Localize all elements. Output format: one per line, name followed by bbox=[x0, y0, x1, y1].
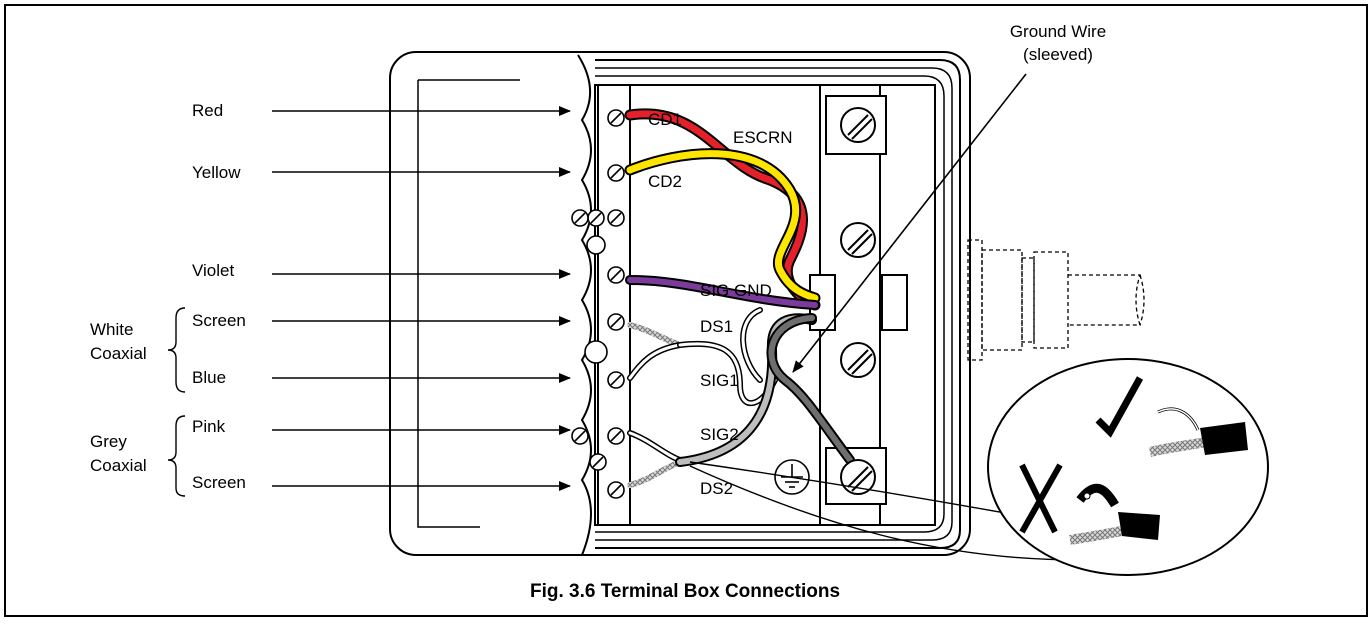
label-grey-screen: Screen bbox=[192, 473, 246, 492]
screw-icon bbox=[607, 266, 625, 284]
label-grey-pink: Pink bbox=[192, 417, 226, 436]
screw-icon bbox=[571, 427, 589, 445]
label-white-blue: Blue bbox=[192, 368, 226, 387]
group-grey-line1: Grey bbox=[90, 432, 127, 451]
cross-icon bbox=[1019, 463, 1063, 534]
label-red: Red bbox=[192, 101, 223, 120]
figure-caption: Fig. 3.6 Terminal Box Connections bbox=[530, 581, 840, 602]
checkmark-icon bbox=[1095, 376, 1144, 438]
terminal-sig-gnd: SIG GND bbox=[700, 281, 772, 300]
screw-icon bbox=[607, 481, 625, 499]
screw-icon bbox=[607, 209, 625, 227]
terminal-cd1: CD1 bbox=[648, 110, 682, 129]
screw-icon bbox=[607, 313, 625, 331]
arrow-icon bbox=[792, 73, 1027, 373]
screw-icon bbox=[587, 209, 605, 227]
group-grey-line2: Coaxial bbox=[90, 456, 147, 475]
screw-icon bbox=[607, 109, 625, 127]
wire-callouts: Red Yellow Violet Screen Blue Pink Scree… bbox=[192, 101, 571, 492]
cable-gland bbox=[967, 239, 1145, 361]
label-white-screen: Screen bbox=[192, 311, 246, 330]
callout-sleeved: (sleeved) bbox=[1023, 45, 1093, 64]
terminal-sig2: SIG2 bbox=[700, 425, 739, 444]
label-yellow: Yellow bbox=[192, 163, 241, 182]
terminal-cd2: CD2 bbox=[648, 172, 682, 191]
screw-icon bbox=[840, 342, 876, 378]
screw-icon bbox=[607, 427, 625, 445]
terminal-sig1: SIG1 bbox=[700, 371, 739, 390]
terminal-ds1: DS1 bbox=[700, 317, 733, 336]
screw-icon bbox=[589, 453, 607, 471]
group-braces bbox=[167, 307, 186, 497]
screw-icon bbox=[586, 235, 606, 255]
wiring bbox=[624, 108, 855, 488]
terminal-screws bbox=[571, 109, 625, 499]
screw-icon bbox=[607, 371, 625, 389]
screw-icon bbox=[840, 107, 876, 143]
screw-icon bbox=[571, 209, 589, 227]
terminal-ds2: DS2 bbox=[700, 479, 733, 498]
label-violet: Violet bbox=[192, 261, 234, 280]
terminal-escrn: ESCRN bbox=[733, 128, 793, 147]
screw-icon bbox=[840, 459, 876, 495]
group-white-line2: Coaxial bbox=[90, 344, 147, 363]
callout-ground-wire: Ground Wire bbox=[1010, 22, 1106, 41]
group-white-line1: White bbox=[90, 320, 133, 339]
terminal-labels: CD1 ESCRN CD2 SIG GND DS1 SIG1 SIG2 DS2 bbox=[648, 110, 793, 498]
detail-inset bbox=[689, 358, 1269, 576]
earth-screws bbox=[840, 107, 876, 495]
screw-icon bbox=[584, 340, 608, 364]
screw-icon bbox=[607, 164, 625, 182]
screw-icon bbox=[840, 222, 876, 258]
